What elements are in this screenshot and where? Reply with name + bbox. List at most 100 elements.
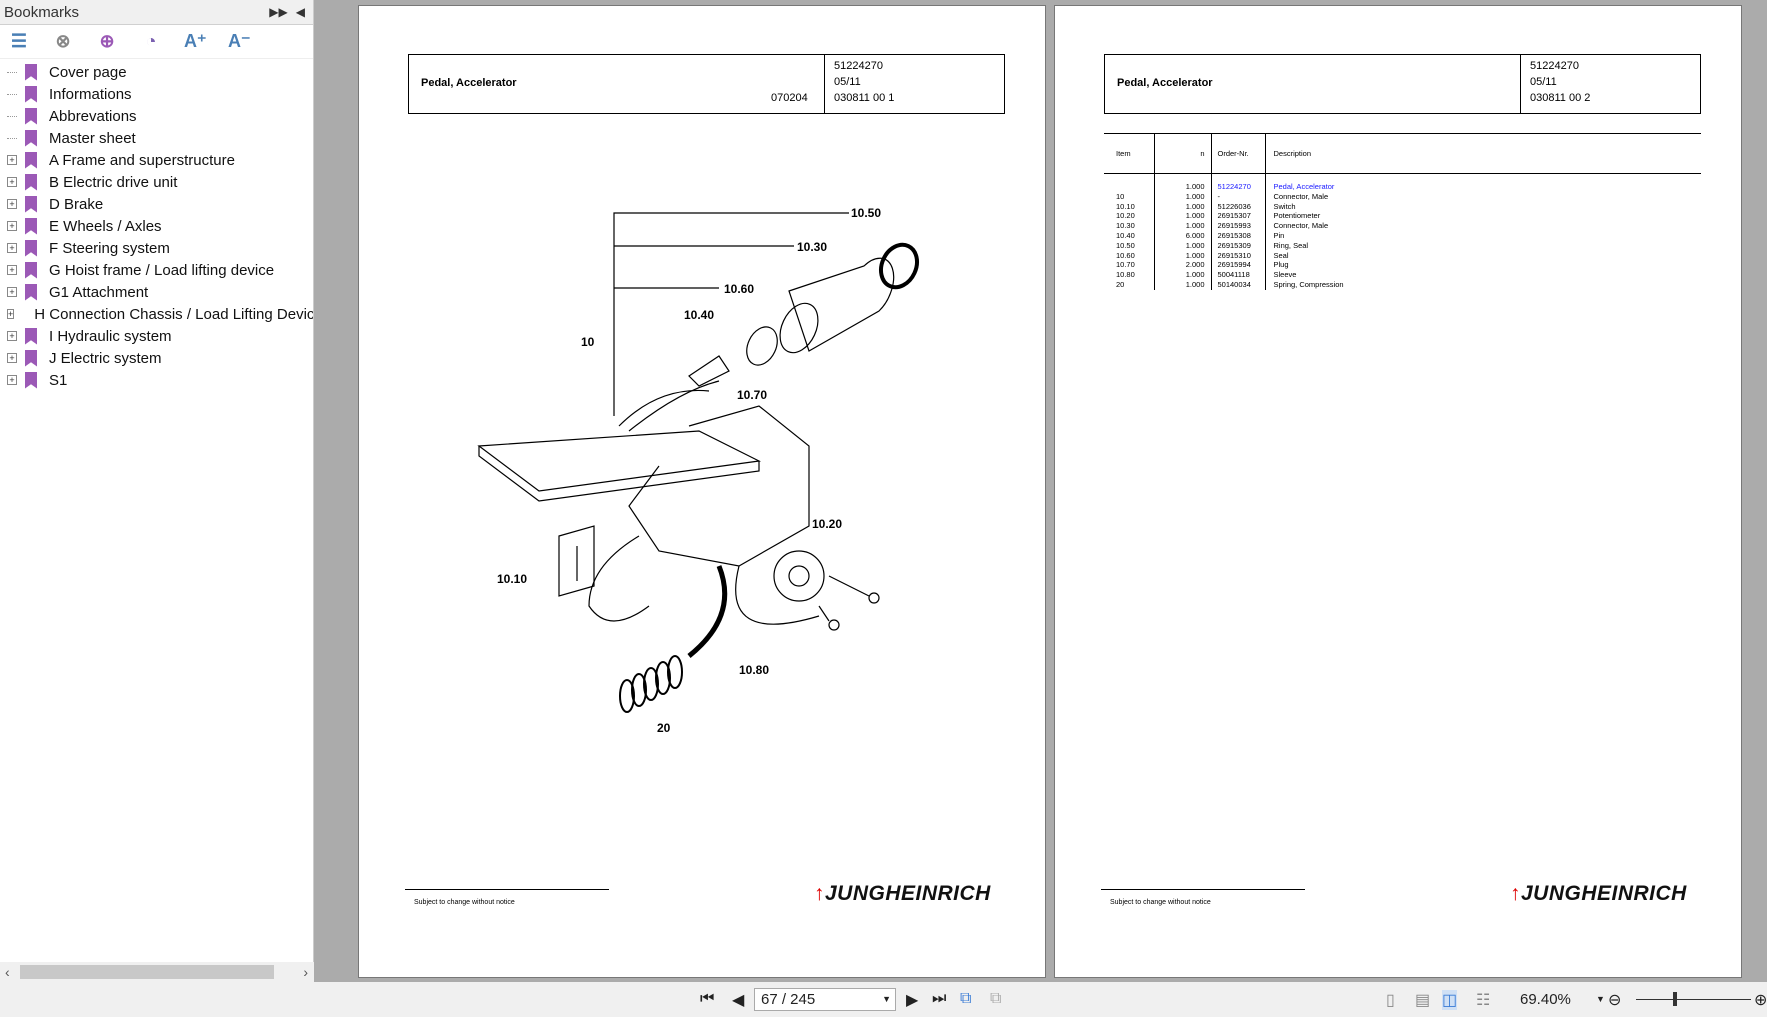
- expand-icon[interactable]: +: [7, 331, 17, 341]
- bookmark-item[interactable]: + A Frame and superstructure: [0, 149, 313, 171]
- expand-icon[interactable]: +: [7, 353, 17, 363]
- qty-cell: 1.000: [1154, 191, 1212, 202]
- bookmark-options-icon[interactable]: ☰: [10, 31, 28, 51]
- bookmark-item[interactable]: Informations: [0, 83, 313, 105]
- bookmark-label: I Hydraulic system: [49, 327, 172, 345]
- item-cell: 10.50: [1104, 240, 1155, 251]
- part-title: Pedal, Accelerator: [421, 77, 517, 89]
- expand-icon[interactable]: +: [7, 243, 17, 253]
- order-nr-cell: 26915308: [1211, 230, 1266, 241]
- continuous-icon[interactable]: ▤: [1415, 992, 1431, 1009]
- item-cell: 10.30: [1104, 221, 1155, 231]
- chevron-down-icon[interactable]: ▼: [882, 994, 891, 1004]
- description-cell: Spring, Compression: [1273, 279, 1344, 289]
- expand-icon[interactable]: +: [7, 155, 17, 165]
- goto-bookmark-icon[interactable]: ◔: [145, 31, 157, 51]
- bookmark-label: S1: [49, 371, 68, 389]
- bookmark-item[interactable]: +E Wheels / Axles: [0, 215, 313, 237]
- facing-pages-icon[interactable]: ◫: [1442, 990, 1458, 1010]
- bookmark-item[interactable]: +G1 Attachment: [0, 281, 313, 303]
- tree-line: [7, 115, 17, 117]
- add-bookmark-icon[interactable]: ⊕: [99, 31, 115, 51]
- order-nr-cell: 51226036: [1211, 201, 1266, 212]
- bookmark-icon: [25, 129, 37, 147]
- bottom-toolbar: ⏮ ◀ 67 / 245▼ ▶ ⏭ ⧉ ⧉ ▯ ▤ ◫ ☷ 69.40% ▼ ⊖…: [0, 982, 1767, 1017]
- bookmark-item[interactable]: +D Brake: [0, 193, 313, 215]
- order-nr-cell: 26915309: [1211, 240, 1266, 251]
- bookmark-icon: [25, 151, 37, 169]
- bookmark-icon: [25, 217, 37, 235]
- bookmark-label: Abbrevations: [49, 107, 137, 125]
- bookmark-icon: [25, 107, 37, 125]
- next-view-icon[interactable]: ⧉: [990, 990, 1002, 1007]
- continuous-facing-icon[interactable]: ☷: [1476, 992, 1491, 1009]
- decrease-font-icon[interactable]: A⁻: [228, 31, 251, 51]
- page-number-input[interactable]: 67 / 245▼: [754, 988, 896, 1011]
- bookmark-item[interactable]: +B Electric drive unit: [0, 171, 313, 193]
- jungheinrich-logo: ↑JUNGHEINRICH: [814, 882, 991, 905]
- bookmark-label: H Connection Chassis / Load Lifting Devi…: [34, 305, 313, 323]
- qty-cell: 1.000: [1154, 173, 1212, 192]
- increase-font-icon[interactable]: A⁺: [184, 31, 207, 51]
- bookmarks-header: Bookmarks ▶▶◀: [0, 0, 313, 25]
- bookmark-item[interactable]: + I Hydraulic system: [0, 325, 313, 347]
- description-cell: Potentiometer: [1273, 211, 1321, 221]
- callout-label: 10.80: [739, 663, 769, 677]
- callout-label: 10: [581, 335, 595, 349]
- expand-icon[interactable]: +: [7, 199, 17, 209]
- sheet-code: 030811 00 1: [834, 92, 895, 104]
- callout-label: 20: [657, 721, 671, 735]
- expand-panel-icon[interactable]: ▶▶: [269, 5, 288, 19]
- expand-icon[interactable]: +: [7, 309, 15, 319]
- horizontal-scrollbar[interactable]: ‹ ›: [0, 962, 314, 982]
- footer-note: Subject to change without notice: [1110, 899, 1211, 906]
- description-cell: Connector, Male: [1273, 221, 1329, 231]
- scroll-left-icon[interactable]: ‹: [5, 964, 10, 980]
- bookmark-item[interactable]: + G Hoist frame / Load lifting device: [0, 259, 313, 281]
- bookmark-icon: [25, 371, 37, 389]
- item-cell: [1104, 173, 1155, 192]
- bookmark-item[interactable]: +J Electric system: [0, 347, 313, 369]
- delete-bookmark-icon[interactable]: ⊗: [55, 31, 71, 51]
- callout-label: 10.50: [851, 206, 881, 220]
- zoom-slider[interactable]: [1636, 999, 1751, 1000]
- bookmark-item[interactable]: + H Connection Chassis / Load Lifting Dev…: [0, 303, 313, 325]
- previous-view-icon[interactable]: ⧉: [960, 990, 972, 1007]
- description-cell: Switch: [1273, 201, 1296, 211]
- zoom-out-icon[interactable]: ⊖: [1608, 992, 1622, 1009]
- description-cell[interactable]: Pedal, Accelerator: [1273, 182, 1335, 191]
- expand-icon[interactable]: +: [7, 287, 17, 297]
- zoom-slider-thumb[interactable]: [1673, 992, 1677, 1006]
- bookmark-item[interactable]: Cover page: [0, 61, 313, 83]
- next-page-icon[interactable]: ▶: [906, 992, 919, 1009]
- zoom-dropdown-icon[interactable]: ▼: [1596, 994, 1605, 1004]
- bookmark-item[interactable]: Abbrevations: [0, 105, 313, 127]
- bookmark-item[interactable]: +F Steering system: [0, 237, 313, 259]
- bookmark-label: G Hoist frame / Load lifting device: [49, 261, 275, 279]
- zoom-level[interactable]: 69.40%: [1520, 991, 1571, 1008]
- bookmark-label: A Frame and superstructure: [49, 151, 235, 169]
- last-page-icon[interactable]: ⏭: [932, 990, 947, 1007]
- previous-page-icon[interactable]: ◀: [732, 992, 745, 1009]
- order-nr-cell[interactable]: 51224270: [1211, 173, 1266, 192]
- bookmark-icon: [25, 195, 37, 213]
- first-page-icon[interactable]: ⏮: [700, 990, 715, 1007]
- expand-icon[interactable]: +: [7, 265, 17, 275]
- zoom-in-icon[interactable]: ⊕: [1754, 992, 1767, 1009]
- scroll-right-icon[interactable]: ›: [303, 964, 308, 980]
- tree-line: [7, 137, 17, 139]
- expand-icon[interactable]: +: [7, 375, 17, 385]
- single-page-icon[interactable]: ▯: [1386, 992, 1395, 1009]
- expand-icon[interactable]: +: [7, 221, 17, 231]
- bookmark-item[interactable]: Master sheet: [0, 127, 313, 149]
- item-cell: 10: [1104, 191, 1155, 202]
- expand-icon[interactable]: +: [7, 177, 17, 187]
- bookmark-item[interactable]: + S1: [0, 369, 313, 391]
- scrollbar-thumb[interactable]: [20, 965, 274, 979]
- collapse-panel-icon[interactable]: ◀: [295, 5, 305, 19]
